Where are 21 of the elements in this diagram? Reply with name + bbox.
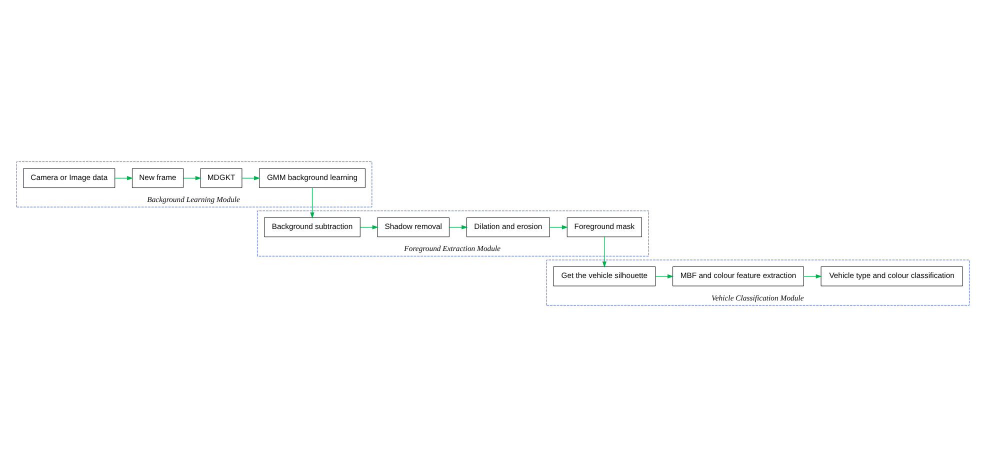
node-box: Shadow removal (377, 216, 450, 237)
node-box: Foreground mask (566, 216, 642, 237)
arrow (182, 176, 202, 180)
arrow (114, 176, 134, 180)
node-box: GMM background learning (259, 168, 366, 188)
arrow (803, 274, 822, 278)
arrow (602, 236, 607, 268)
arrow (655, 274, 674, 278)
node-box: MBF and colour feature extraction (672, 266, 804, 286)
node-box: Camera or Image data (23, 168, 116, 188)
node-box: Get the vehicle silhouette (553, 266, 656, 286)
node-box: New frame (132, 168, 184, 188)
node-box: Background subtraction (264, 216, 360, 237)
arrow (242, 176, 260, 180)
arrow (448, 224, 468, 229)
node-box: Dilation and erosion (466, 216, 550, 237)
node-box: Vehicle type and colour classification (820, 266, 963, 286)
arrow (549, 224, 568, 229)
arrow (360, 224, 378, 229)
node-box: MDGKT (200, 168, 242, 188)
arrow (310, 187, 314, 218)
